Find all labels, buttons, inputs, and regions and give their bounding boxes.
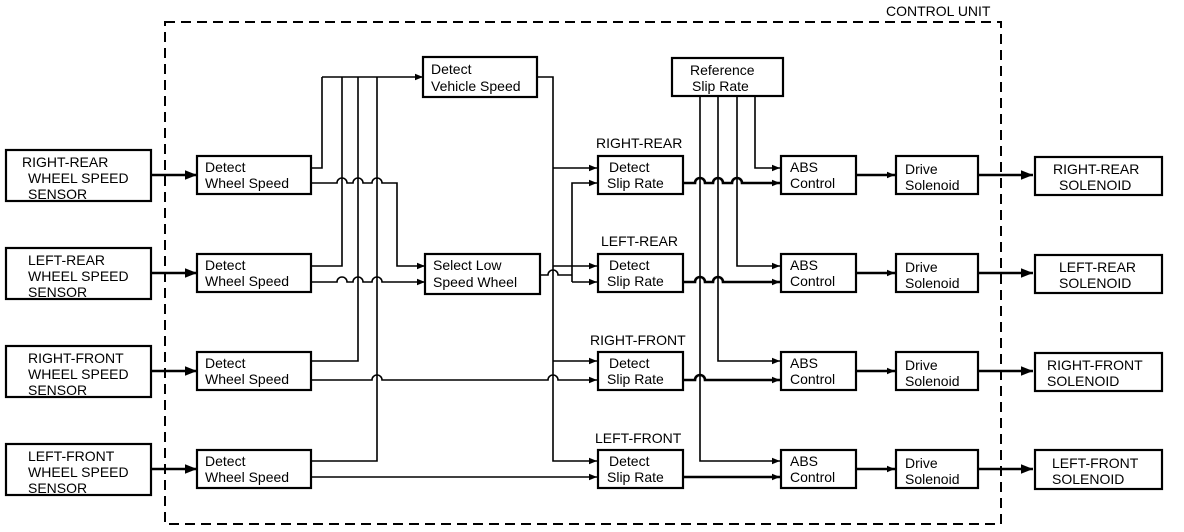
slip-header-lr: LEFT-REAR: [601, 233, 678, 249]
drive-solenoid-lr: Drive Solenoid: [894, 252, 980, 294]
ds-rr-line2: Solenoid: [905, 177, 960, 193]
sensor-lr-line1: LEFT-REAR: [28, 252, 105, 268]
sensor-rf-line3: SENSOR: [28, 382, 87, 398]
slsw-line1: Select Low: [433, 257, 502, 273]
ds-lr-line2: Solenoid: [905, 275, 960, 291]
control-unit-label: CONTROL UNIT: [886, 3, 991, 19]
dws-lr-line2: Wheel Speed: [205, 273, 289, 289]
dws-lf-line2: Wheel Speed: [205, 469, 289, 485]
slsw-line2: Speed Wheel: [433, 274, 517, 290]
dws-rr-line2: Wheel Speed: [205, 175, 289, 191]
dvs-line1: Detect: [431, 61, 472, 77]
ds-lf-line2: Solenoid: [905, 471, 960, 487]
sensor-lf-line2: WHEEL SPEED: [28, 464, 129, 480]
solenoid-left-front: LEFT-FRONT SOLENOID: [1033, 448, 1164, 491]
sensor-rf-line1: RIGHT-FRONT: [28, 350, 124, 366]
sensor-rr-line3: SENSOR: [28, 186, 87, 202]
sensor-rr-line1: RIGHT-REAR: [22, 154, 108, 170]
dws-rf-line2: Wheel Speed: [205, 371, 289, 387]
sol-rr-line1: RIGHT-REAR: [1053, 161, 1139, 177]
abs-rr-line2: Control: [790, 175, 835, 191]
sensor-rf-line2: WHEEL SPEED: [28, 366, 129, 382]
dvs-line2: Vehicle Speed: [431, 78, 521, 94]
dsr-lr-line1: Detect: [609, 257, 650, 273]
select-low-speed-wheel: Select Low Speed Wheel: [423, 252, 542, 296]
ds-rr-line1: Drive: [905, 161, 938, 177]
slip-header-rf: RIGHT-FRONT: [590, 332, 686, 348]
detect-slip-rate-lf: Detect Slip Rate: [596, 448, 685, 490]
dsr-lr-line2: Slip Rate: [607, 273, 664, 289]
detect-wheel-speed-rr: Detect Wheel Speed: [195, 154, 313, 196]
sensor-lf-line3: SENSOR: [28, 480, 87, 496]
abs-control-lf: ABS Control: [779, 448, 858, 490]
detect-slip-rate-lr: Detect Slip Rate: [596, 252, 685, 294]
sensor-left-rear: LEFT-REAR WHEEL SPEED SENSOR: [4, 246, 153, 301]
connection-lines: [151, 73, 1033, 481]
dsr-rr-line1: Detect: [609, 159, 650, 175]
abs-lf-line2: Control: [790, 469, 835, 485]
dws-lr-line1: Detect: [205, 257, 246, 273]
drive-solenoid-lf: Drive Solenoid: [894, 448, 980, 490]
sol-lr-line2: SOLENOID: [1059, 275, 1131, 291]
dws-rf-line1: Detect: [205, 355, 246, 371]
detect-slip-rate-rr: Detect Slip Rate: [596, 154, 685, 196]
abs-control-lr: ABS Control: [779, 252, 858, 294]
dsr-lf-line1: Detect: [609, 453, 650, 469]
drive-solenoid-rr: Drive Solenoid: [894, 154, 980, 196]
sol-rf-line1: RIGHT-FRONT: [1047, 357, 1143, 373]
ds-rf-line1: Drive: [905, 357, 938, 373]
sol-rr-line2: SOLENOID: [1059, 177, 1131, 193]
sensor-right-front: RIGHT-FRONT WHEEL SPEED SENSOR: [4, 344, 153, 399]
abs-control-rf: ABS Control: [779, 350, 858, 392]
sensor-rr-line2: WHEEL SPEED: [28, 170, 129, 186]
detect-wheel-speed-rf: Detect Wheel Speed: [195, 350, 313, 392]
reference-slip-rate: Reference Slip Rate: [670, 56, 785, 98]
abs-lr-line2: Control: [790, 273, 835, 289]
abs-lf-line1: ABS: [790, 453, 818, 469]
sol-lf-line1: LEFT-FRONT: [1052, 455, 1139, 471]
drive-solenoid-rf: Drive Solenoid: [894, 350, 980, 392]
abs-rf-line2: Control: [790, 371, 835, 387]
sensor-lr-line3: SENSOR: [28, 284, 87, 300]
dsr-lf-line2: Slip Rate: [607, 469, 664, 485]
detect-vehicle-speed: Detect Vehicle Speed: [421, 55, 539, 99]
dsr-rf-line2: Slip Rate: [607, 371, 664, 387]
abs-lr-line1: ABS: [790, 257, 818, 273]
sensor-right-rear: RIGHT-REAR WHEEL SPEED SENSOR: [4, 148, 153, 203]
solenoid-left-rear: LEFT-REAR SOLENOID: [1033, 253, 1164, 295]
detect-slip-rate-rf: Detect Slip Rate: [596, 350, 685, 392]
rsr-line2: Slip Rate: [692, 78, 749, 94]
sensor-left-front: LEFT-FRONT WHEEL SPEED SENSOR: [4, 442, 153, 497]
dws-rr-line1: Detect: [205, 159, 246, 175]
dsr-rf-line1: Detect: [609, 355, 650, 371]
ds-rf-line2: Solenoid: [905, 373, 960, 389]
ds-lr-line1: Drive: [905, 259, 938, 275]
abs-rr-line1: ABS: [790, 159, 818, 175]
solenoid-right-front: RIGHT-FRONT SOLENOID: [1033, 351, 1164, 393]
solenoid-right-rear: RIGHT-REAR SOLENOID: [1033, 155, 1164, 197]
abs-rf-line1: ABS: [790, 355, 818, 371]
rsr-line1: Reference: [690, 62, 755, 78]
sensor-lf-line1: LEFT-FRONT: [28, 448, 115, 464]
sol-lf-line2: SOLENOID: [1052, 471, 1124, 487]
detect-wheel-speed-lr: Detect Wheel Speed: [195, 252, 313, 294]
detect-wheel-speed-lf: Detect Wheel Speed: [195, 448, 313, 490]
sensor-lr-line2: WHEEL SPEED: [28, 268, 129, 284]
dws-lf-line1: Detect: [205, 453, 246, 469]
slip-header-rr: RIGHT-REAR: [596, 135, 682, 151]
sol-rf-line2: SOLENOID: [1047, 373, 1119, 389]
ds-lf-line1: Drive: [905, 455, 938, 471]
dsr-rr-line2: Slip Rate: [607, 175, 664, 191]
abs-control-rr: ABS Control: [779, 154, 858, 196]
slip-header-lf: LEFT-FRONT: [595, 430, 682, 446]
sol-lr-line1: LEFT-REAR: [1059, 259, 1136, 275]
